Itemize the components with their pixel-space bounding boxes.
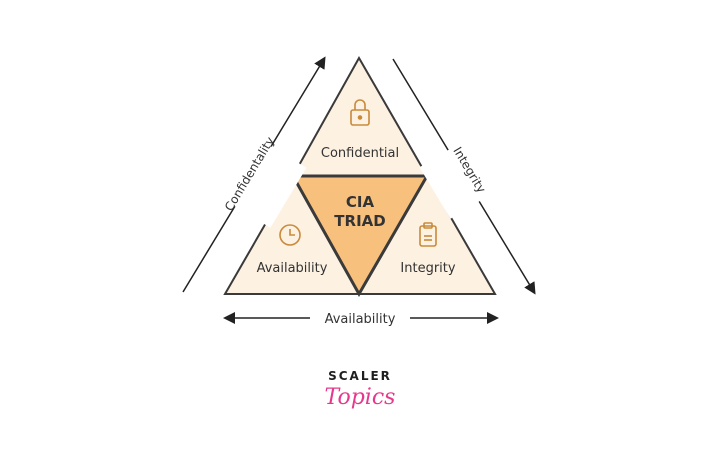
clock-icon [279,224,301,246]
top-triangle-label: Confidential [321,146,399,161]
lock-icon [350,99,370,126]
logo-scaler: SCALER [328,369,392,383]
left-triangle-label: Availability [257,261,328,276]
bottom-arrow-label: Availability [325,312,396,327]
center-label-line2: TRIAD [334,212,385,230]
right-triangle-label: Integrity [400,261,455,276]
logo-topics: Topics [325,385,396,410]
clipboard-icon [419,222,437,247]
scaler-topics-logo: SCALER Topics [325,369,396,410]
center-label-line1: CIA [346,193,375,211]
center-triangle [290,174,430,298]
